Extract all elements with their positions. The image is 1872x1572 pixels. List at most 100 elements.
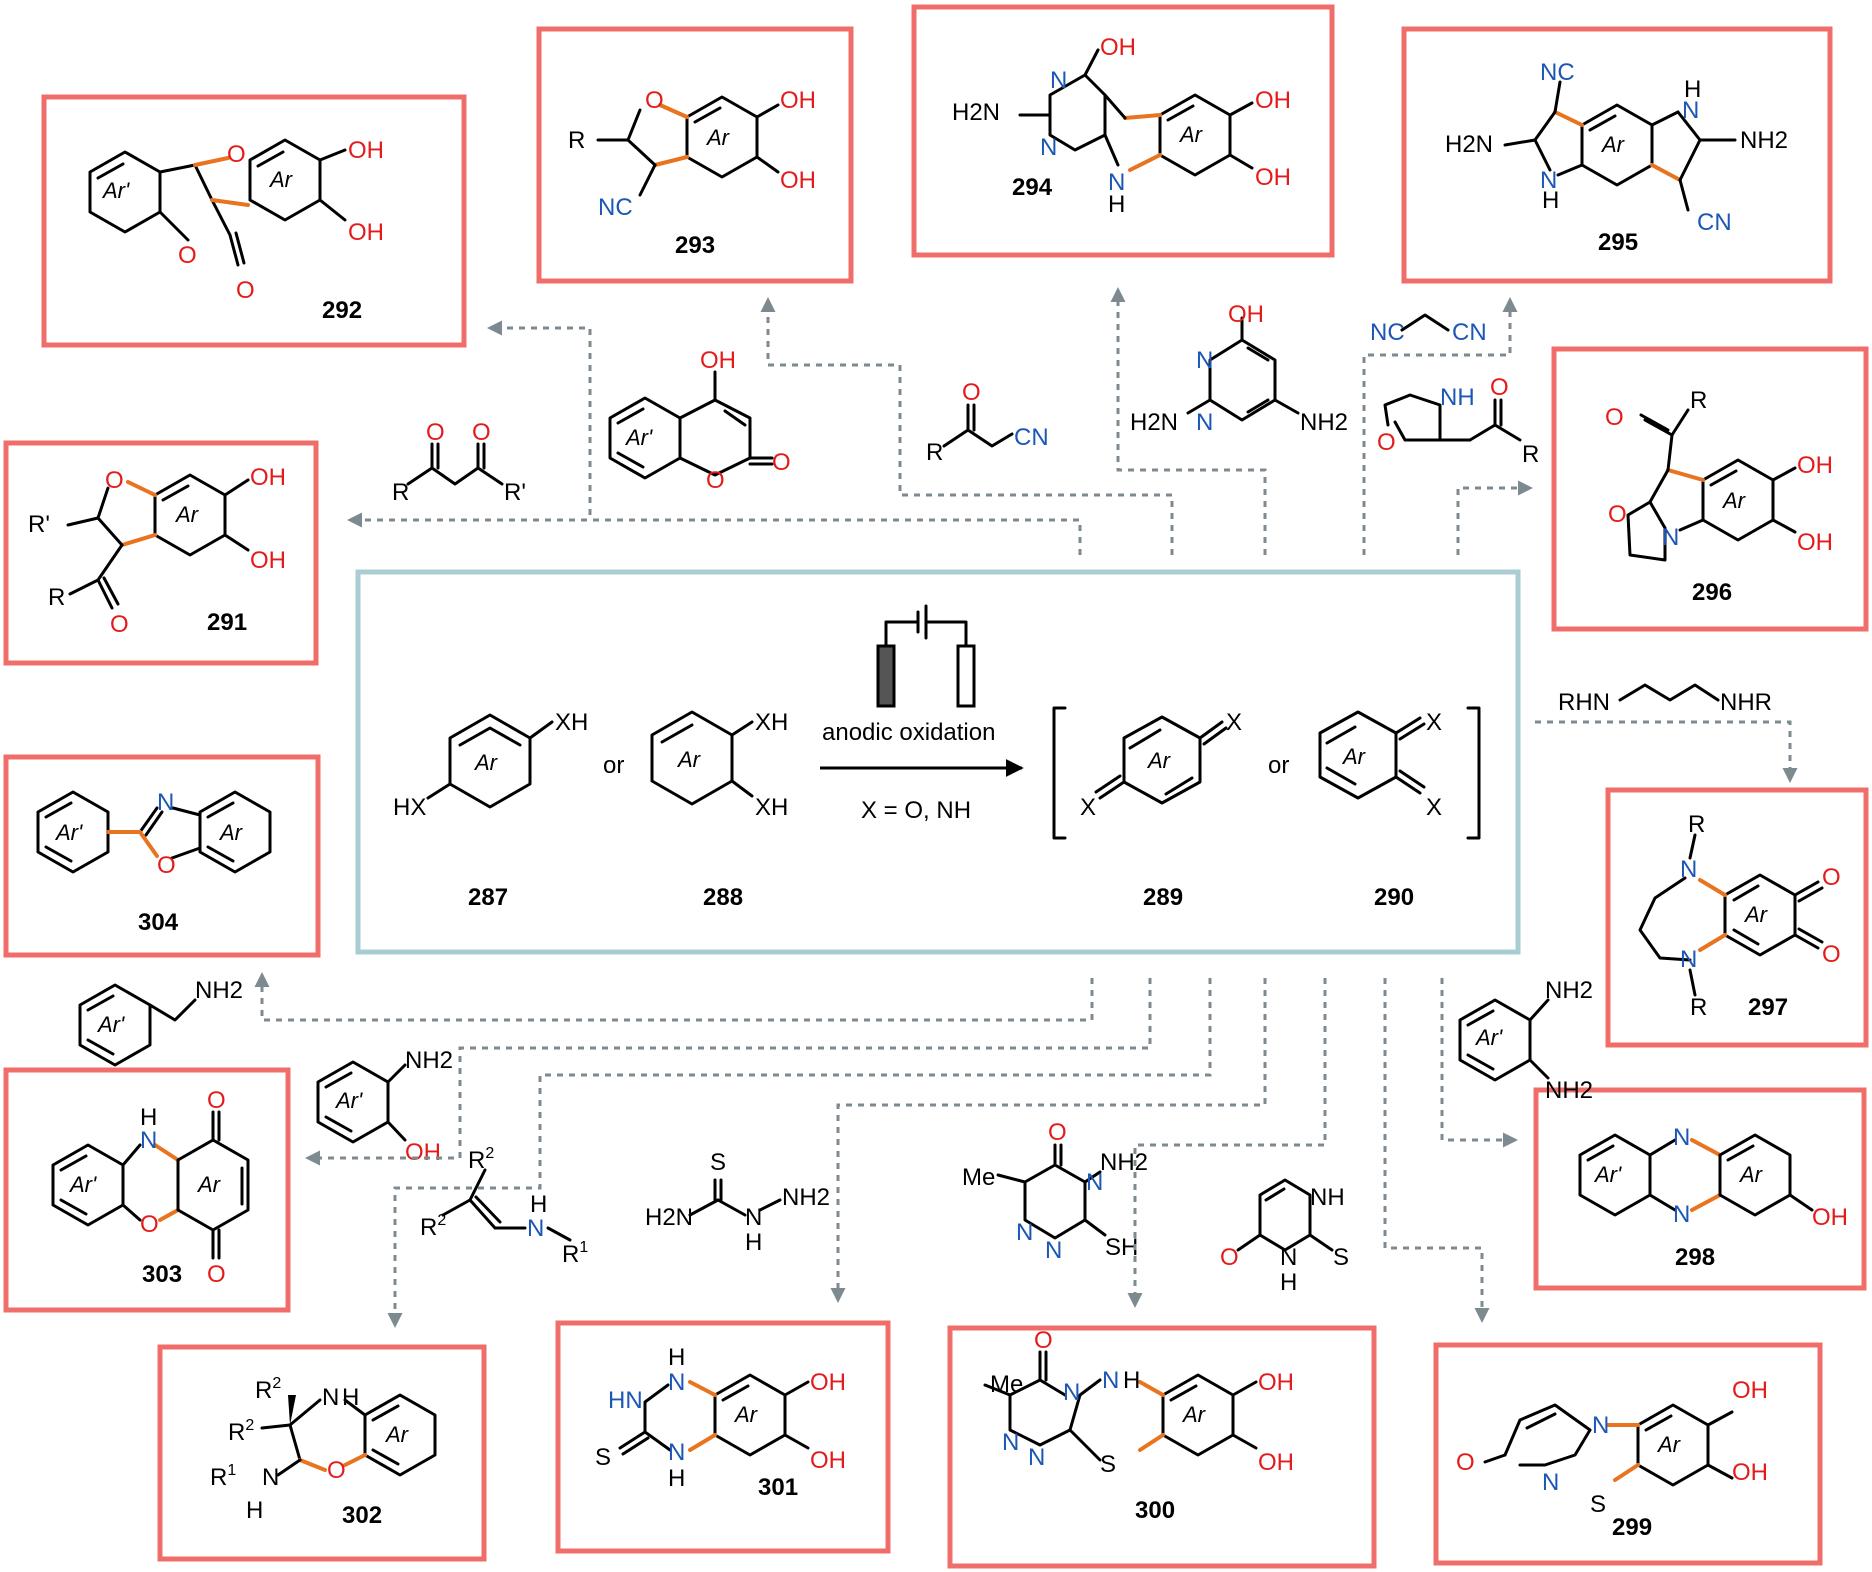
nh-label: N xyxy=(1108,169,1125,196)
h-label-bottom: H xyxy=(668,1465,685,1492)
nh-label-top: NH xyxy=(1310,1184,1345,1211)
hx-label: HX xyxy=(393,794,426,821)
oh-label-bottom: OH xyxy=(1255,164,1291,191)
x-label-bottom: X xyxy=(1080,794,1096,821)
hn-label: HN xyxy=(608,1387,643,1414)
product-293: O R NC OH OH Ar 293 xyxy=(536,26,854,284)
nh2-label: NH2 xyxy=(1740,127,1788,154)
compound-number: 297 xyxy=(1748,994,1788,1021)
arrow-to-301 xyxy=(830,978,1267,1303)
n-label-top: N xyxy=(1680,856,1697,883)
reagent-benzylamine: NH2 Ar' xyxy=(78,977,243,1067)
ar-prime-label: Ar' xyxy=(1593,1162,1622,1187)
product-291: O R' R O OH OH Ar 291 xyxy=(3,440,319,666)
h-label: H xyxy=(1280,1269,1297,1296)
h-label: H xyxy=(745,1229,762,1256)
product-299: O N N S OH OH Ar 299 xyxy=(1433,1342,1823,1566)
nh2-label-top: NH2 xyxy=(1545,977,1593,1004)
oh-label: OH xyxy=(700,347,736,374)
xh-label-bottom: XH xyxy=(755,794,788,821)
o-label: O xyxy=(645,87,664,114)
n-label-3: N xyxy=(1028,1444,1045,1471)
nhr-label: NHR xyxy=(1720,689,1772,716)
n-label: N xyxy=(1662,524,1679,551)
ar-prime-label: Ar' xyxy=(101,178,130,203)
n-label-1: N xyxy=(1086,1169,1103,1196)
me-label: Me xyxy=(990,1371,1023,1398)
compound-number: 301 xyxy=(758,1474,798,1501)
r2-label-mid: R2 xyxy=(228,1417,254,1446)
o-pyranone-label: O xyxy=(178,242,197,269)
r-label: R xyxy=(1522,441,1539,468)
r2-label-top: R2 xyxy=(468,1145,494,1174)
compound-number: 300 xyxy=(1135,1497,1175,1524)
ar-label: Ar xyxy=(1656,1432,1682,1457)
rhn-label: RHN xyxy=(1558,689,1610,716)
ar-prime-label: Ar' xyxy=(624,425,653,450)
r2-label-top: R2 xyxy=(255,1375,281,1404)
n-label: N xyxy=(157,789,174,816)
n-label-bottom: N xyxy=(1542,1469,1559,1496)
ar-label: Ar xyxy=(268,167,294,192)
arrow-to-300 xyxy=(1127,978,1327,1308)
n-side-label: N xyxy=(262,1464,279,1491)
o-label: O xyxy=(157,852,176,879)
o-label: O xyxy=(962,379,981,406)
h-label: H xyxy=(140,1104,157,1131)
product-302: R2 R2 R1 N H N H O Ar 302 xyxy=(157,1344,487,1562)
s-label: S xyxy=(710,1149,726,1176)
center-reaction: XH HX Ar 287 or XH XH Ar 288 anodic oxid… xyxy=(355,569,1521,955)
x-label-bottom: X xyxy=(1426,794,1442,821)
compound-number: 289 xyxy=(1143,884,1183,911)
ar-label: Ar xyxy=(733,1402,759,1427)
arrow-to-299 xyxy=(1383,978,1490,1323)
arrow-to-304 xyxy=(254,972,1094,1022)
ar-label: Ar xyxy=(1178,122,1204,147)
o-label: O xyxy=(1048,1119,1067,1146)
r-prime-label: R' xyxy=(28,511,50,538)
ar-prime-label: Ar' xyxy=(68,1172,97,1197)
o-ring-label: O xyxy=(1608,501,1627,528)
n-label-2: N xyxy=(1016,1219,1033,1246)
compound-287: XH HX Ar 287 xyxy=(393,709,588,911)
arrow-to-294 xyxy=(1110,287,1267,555)
r-label: R xyxy=(568,127,585,154)
nc-label: NC xyxy=(1370,319,1405,346)
r-label: R xyxy=(926,439,943,466)
ar-prime-label: Ar' xyxy=(96,1012,125,1037)
r-label: R xyxy=(392,479,409,506)
or-label-left: or xyxy=(603,752,624,779)
o-label-bottom: O xyxy=(1822,941,1841,968)
nh-label: NH xyxy=(1440,384,1475,411)
oh-label: OH xyxy=(1228,301,1264,328)
o-ring-label: O xyxy=(1377,429,1396,456)
ar-label: Ar xyxy=(1743,902,1769,927)
condition-label: X = O, NH xyxy=(861,797,971,824)
o-label: O xyxy=(327,1457,346,1484)
compound-number: 292 xyxy=(322,297,362,324)
nh-label: N xyxy=(1102,1367,1119,1394)
product-297: R R N N O O Ar 297 xyxy=(1605,787,1869,1048)
cn-label: CN xyxy=(1014,424,1049,451)
compound-number: 302 xyxy=(342,1502,382,1529)
reagent-oxazolidine: NH O O R xyxy=(1377,374,1539,468)
compound-number: 291 xyxy=(207,609,247,636)
arrow-to-291 xyxy=(347,512,1082,555)
arrow-to-303 xyxy=(305,978,1152,1166)
h-side-label: H xyxy=(246,1497,263,1524)
nh2-label: NH2 xyxy=(405,1047,453,1074)
oh-label-bottom: OH xyxy=(1797,529,1833,556)
n-label-2: N xyxy=(1002,1429,1019,1456)
reagent-enamine: R2 R2 N H R1 xyxy=(420,1145,588,1268)
compound-290: X X Ar 290 xyxy=(1318,709,1442,911)
nh2-label: NH2 xyxy=(1300,409,1348,436)
oh-label-top: OH xyxy=(1258,1369,1294,1396)
o-ketone-label: O xyxy=(1605,404,1624,431)
arrow-to-297 xyxy=(1535,720,1798,783)
o-label: O xyxy=(1220,1244,1239,1271)
ar-label: Ar xyxy=(174,502,200,527)
h2n-label: H2N xyxy=(1130,409,1178,436)
compound-number: 299 xyxy=(1612,1514,1652,1541)
r1-label: R1 xyxy=(562,1239,588,1268)
n-label-top: N xyxy=(668,1369,685,1396)
